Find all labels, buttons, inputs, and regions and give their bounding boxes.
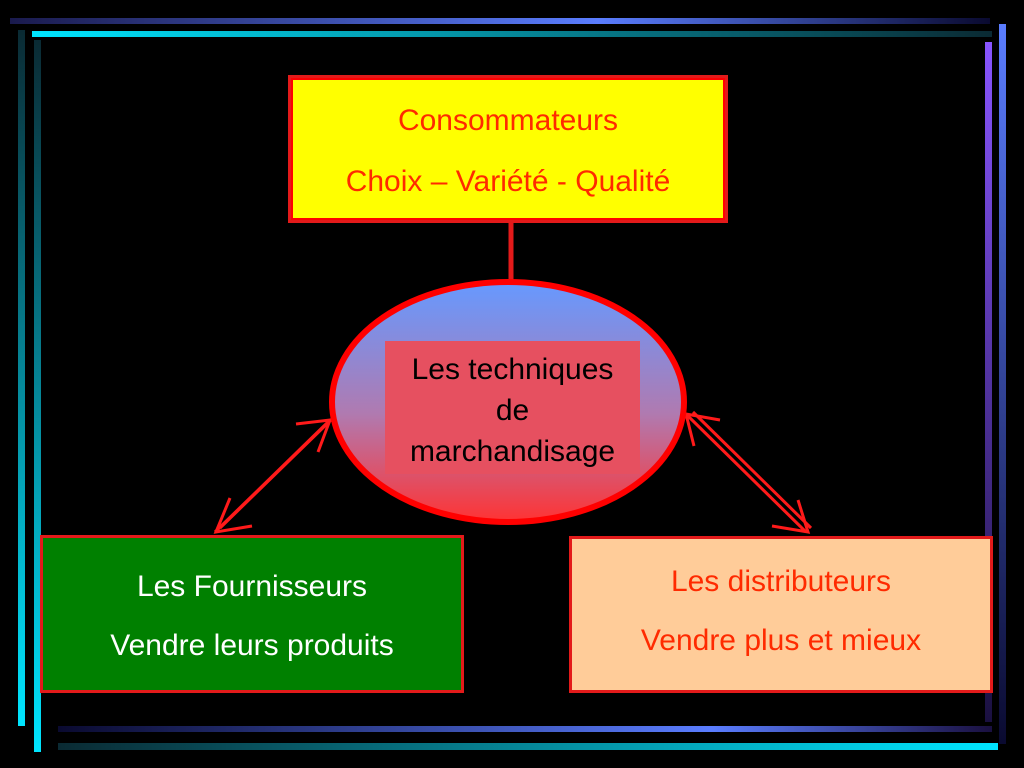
center-line-2: de [495, 394, 530, 427]
center-line-3: marchandisage [409, 435, 616, 468]
consumers-box: Consommateurs Choix – Variété - Qualité [288, 75, 728, 223]
arrow-right [683, 410, 813, 534]
distributors-title: Les distributeurs [670, 565, 892, 598]
consumers-title: Consommateurs [397, 104, 619, 137]
suppliers-box: Les Fournisseurs Vendre leurs produits [40, 535, 464, 693]
arrow-left [213, 416, 335, 534]
distributors-subtitle: Vendre plus et mieux [640, 624, 922, 657]
distributors-box: Les distributeurs Vendre plus et mieux [569, 536, 993, 693]
center-line-1: Les techniques [411, 353, 614, 386]
suppliers-title: Les Fournisseurs [136, 570, 368, 603]
consumers-subtitle: Choix – Variété - Qualité [345, 165, 671, 198]
suppliers-subtitle: Vendre leurs produits [110, 629, 394, 662]
merchandising-label: Les techniques de marchandisage [385, 341, 640, 474]
